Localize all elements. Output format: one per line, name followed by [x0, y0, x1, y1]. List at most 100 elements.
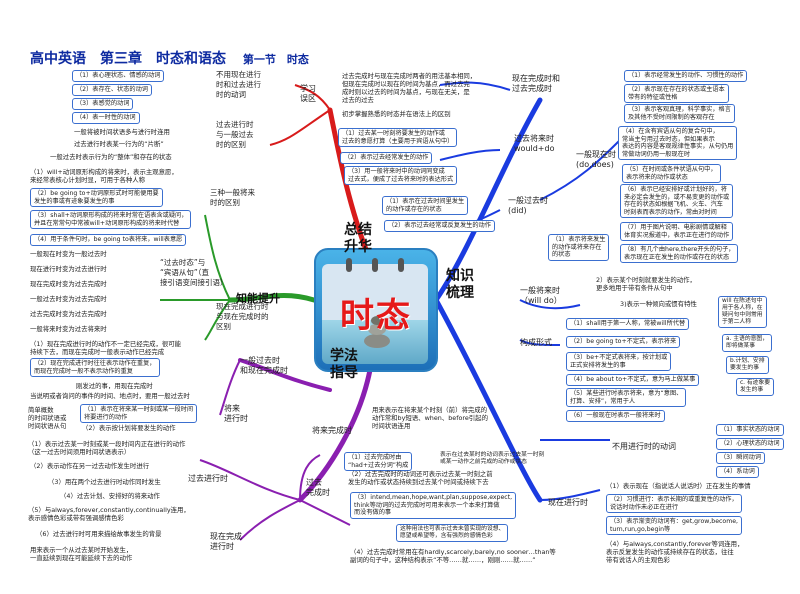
item-sz1: （1）will+动词原形构成的将来时，表示主观意愿， 来经常表核心计划时显，可用…: [30, 168, 178, 184]
item-ys3: 现在完成时变为过去完成时: [30, 280, 107, 288]
item-yj2: 2）表示某个时刻就要发生的动作， 更多地用于带有条件从句中: [596, 276, 696, 292]
item-gx2: （2）表示动作在另一过去动作发生时进行: [30, 462, 150, 470]
item-jw1b: 表示在过去某时的动词表示过去某一时刻 或某一动作之前完成的动作或状态: [440, 452, 545, 465]
item-gx4: （4）过去计划、安排好的将来动作: [60, 492, 160, 500]
item-gc1: （1）shall用于第一人称，常被will所代替: [566, 318, 690, 330]
node-jianglai-jinxing: 将来 进行时: [224, 404, 248, 423]
item-jw-desc: 用来表示在将来某个时刻（前）将完成的 动作常和by短语、when、before引…: [372, 406, 488, 430]
node-xzwj: 现在完成 进行时: [210, 532, 242, 551]
node-yiban-guoqu: 一般过去时 (did): [508, 196, 548, 215]
item-bj3: （3）瞬间动词: [716, 452, 766, 464]
item-yj-note: will 在陈述句中 用于各人称，在 疑问句中则常用 于第二人称: [718, 296, 767, 328]
branch-line-zhishi: [433, 97, 543, 303]
node-guoqu-jianglai: 过去将来时 would+do: [514, 134, 555, 153]
item-sz2: （2）be going to+动词原形式时可能便用要 发生的事或有迹象要发生的事: [30, 188, 163, 207]
item-ys6: 一般将来时变为过去将来时: [30, 325, 107, 333]
branch-line-xuefa: [297, 367, 373, 503]
item-xj1: （1）表示现在（指说话人说话时）正在发生的事情: [606, 482, 751, 490]
item-yx6: （6）表示已经安排好或计划好的，将 来必定会发生的，或不易变更的动作或 存在的状…: [620, 184, 734, 218]
item-yj3: 3)表示一种倾向或惯有特性: [620, 300, 697, 308]
node-yiban-jianglai: 一般将来时 （will do）: [520, 286, 562, 305]
item-sz3: （3）shall+动词原形构成的将来时常在语表含或疑问， 并且在常常句中常被wi…: [30, 210, 192, 229]
item-xj3: （3）表示渐变的动词有：get,grow,become, turn,run,go…: [606, 516, 742, 535]
node-guoqu-wancheng: 过去 完成时: [306, 478, 330, 497]
branch-zhishi: 知识 梳理: [446, 268, 474, 301]
page-title: 高中英语 第三章 时态和语态 第一节 时态: [30, 48, 309, 68]
item-jj2: （2）表示按计划将要发生的动作: [82, 424, 176, 432]
item-xj4: （4）与always,constantly,forever等词连用， 表示反复发…: [606, 540, 744, 564]
item-gx1: （1）表示过去某一时刻或某一段时间内正在进行的动作 （这一过去时间须用时间状语表…: [28, 440, 186, 456]
item-gj3: （3）用一般将来时中的动词同变成 过去式，便成了过去将来时的表达形式: [344, 166, 458, 185]
item-l1: （1）表心理状态、情感的动词: [72, 70, 165, 82]
item-vs2: 过去进行时表某一行为的“片断”: [74, 140, 164, 148]
item-bj2: （2）心理状态的动词: [716, 438, 784, 450]
branch-zongjie: 总结 升华: [344, 222, 372, 255]
node-yiban-shuofa: “过去时态”与 “宾语从句”（直 接引语变间接引语）: [160, 258, 228, 287]
item-gx6: （6）过去进行时可用来描绘故事发生的背景: [36, 530, 162, 538]
item-gc2a: a. 主语的意图， 即将做某事: [722, 334, 773, 352]
branch-zhineng: 知能提升: [236, 292, 280, 305]
item-yg1: （1）表示在过去时间里发生 的动作或存在的状态: [382, 196, 469, 215]
header-section: 第一节 时态: [242, 53, 309, 66]
item-bj1: （1）事实状态的动词: [716, 424, 784, 436]
item-ys4: 一般过去时变为过去完成时: [30, 295, 107, 303]
item-yxc2: 当说明或者询问的事件的时间、地点时，要用一般过去时: [30, 392, 190, 400]
branch-line-zhineng: [227, 293, 317, 303]
item-yx7: （7）用于图片说明、电影剧情或解释 体育实况报道中，表示正在进行的动作: [620, 222, 734, 241]
item-gc6: （6）一般现在时表示一般将来时: [566, 410, 665, 422]
item-gc4: （4）be about to+不定式，意为马上做某事: [566, 374, 700, 386]
item-jw1: （1）过去完成时由 “had+过去分词”构成: [344, 452, 413, 471]
item-yx4: （4）在含有宾语从句的复合句中， 常当主句用过去时态，但如果表示 表达的内容是客…: [618, 126, 738, 160]
item-yg2: （2）表示过去经常或反复发生的动作: [384, 220, 495, 232]
item-bj4: （4）系动词: [716, 466, 759, 478]
branch-xuefa: 学法 指导: [330, 348, 358, 381]
item-jj-side: 简单概数 的时间状语或 时间状语从句: [28, 406, 67, 430]
node-guoqu-vs-yiban: 过去进行时 与一般过去 时的区别: [216, 120, 254, 149]
item-yx8: （8）有几个由here,there开头的句子， 表示现在正在发生的动作或存在的状…: [620, 244, 739, 263]
node-jiang-wancheng: 将来完成时: [312, 426, 352, 435]
node-goucheng-xingshi: 构成形式: [520, 338, 552, 347]
item-l2: （2）表存在、状态的动词: [72, 84, 152, 96]
item-yx1: （1）表示经常发生的动作、习惯性的动作: [624, 70, 748, 82]
item-gw4: （4）过去完成时常用在有hardly,scarcely,barely,no so…: [350, 548, 556, 564]
node-yiban-xianzai: 一般现在时 (do,does): [576, 150, 616, 169]
node-guoqu-jinxing: 过去进行时: [188, 474, 228, 483]
item-l4: （4）表一时性的动词: [72, 112, 140, 124]
item-gx3: （3）用在两个过去进行时动作同时发生: [48, 478, 161, 486]
item-xj2: （2）习惯进行：表示长期的或重复性的动作， 说话时动作未必正在进行: [606, 494, 742, 513]
item-xq2: （2）现在完成进行时往往表示动作在重复， 而现在完成时一般不表示动作的重复: [30, 358, 160, 377]
item-vs3: 一般过去时表示行为的“整体”和存在的状态: [50, 153, 172, 161]
item-yx3: （3）表示客观真理，科学事实，格言 及其他不受时间限制的客观存在: [624, 104, 735, 123]
item-xw-desc: 过去完成时与现在完成时两者的用法基本相同， 但现在完成时以现在的时间为基点，而过…: [342, 72, 477, 104]
item-gc3: （3）be+不定式表将来，按计划或 正式安排将发生的事: [566, 352, 672, 371]
branch-line-zongjie: [327, 107, 373, 263]
center-title: 时态: [340, 296, 412, 336]
item-gc2b: b.计划、安排 要发生的事: [726, 356, 769, 374]
item-xw-tip: 初步掌握熟悉的时态并在语法上的区别: [342, 110, 451, 118]
item-ys2: 现在进行时变为过去进行时: [30, 265, 107, 273]
branch-line-xuefa-left: [238, 358, 332, 392]
item-gj1: （1）过去某一时刻将要发生的动作或 过去的意愿打算（主要用于宾语从句中）: [338, 128, 458, 147]
branch-line-zhishi-down: [433, 297, 543, 503]
item-yxc1: 刚发过的事，用现在完成时: [76, 382, 153, 390]
item-ys1: 一般现在时变为一般过去时: [30, 250, 107, 258]
item-yx5: （5）在时间或条件状语从句中， 表示将来的动作或状态: [622, 164, 721, 183]
item-gx5: （5）与always,forever,constantly,continuall…: [28, 506, 190, 522]
header-title: 高中英语 第三章 时态和语态: [30, 51, 226, 67]
item-gw2: （2）过去完成时的动词还可表示过去某一时刻之前 发生的动作或状态持续到过去某个时…: [348, 470, 493, 486]
item-xq1: （1）现在完成进行时的动作不一定已经完成，很可能 持续下去，而现在完成时一般表示…: [30, 340, 182, 356]
item-l3: （3）表感觉的动词: [72, 98, 134, 110]
item-gw3b: 这种用法也可表示过去未曾实现的设想、 愿望或希望等，含有强烈的感情色彩: [396, 524, 509, 542]
item-xzwj-desc: 用来表示一个从过去某时开始发生， 一直延续到现在可能延续下去的动作: [30, 546, 133, 562]
node-xzwj-qubie: 现在完成进行时 与现在完成时的 区别: [216, 302, 269, 331]
item-gc2c: c. 有迹象要 发生的事: [736, 378, 775, 396]
node-ybgq-xzwc: 一般过去时 和现在完成时: [240, 356, 288, 375]
item-gj2: （2）表示过去经常发生的动作: [340, 152, 433, 164]
center-calendar-image: 时态: [314, 248, 438, 372]
item-gw3: （3）intend,mean,hope,want,plan,suppose,ex…: [350, 492, 517, 519]
item-vs1: 一般将被时间状语多与进行时连用: [74, 128, 170, 136]
item-sz4: （4）用于条件句时，be going to表将来，will表意愿: [30, 234, 187, 246]
node-bu-jinxing: 不用进行时的动词: [612, 442, 676, 451]
